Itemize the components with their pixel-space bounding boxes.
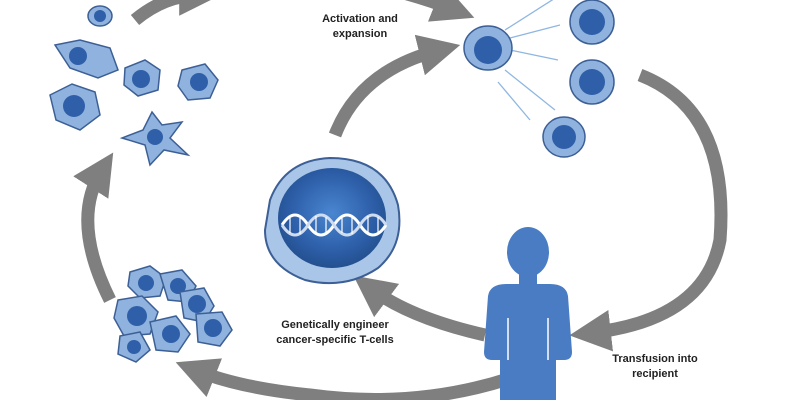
- label-transfusion-line2: recipient: [632, 368, 678, 380]
- tumor-cell-cluster-top-left: [49, 5, 219, 167]
- cell-icon: [569, 0, 615, 45]
- cell-icon: [149, 315, 191, 353]
- cell-icon: [542, 116, 586, 158]
- arrow-expanded-to-recipient: [569, 68, 728, 352]
- label-engineer-line2: cancer-specific T-cells: [276, 334, 394, 346]
- arrow-top-to-expanded: [404, 0, 475, 22]
- arrow-recipient-to-bottom-left: [175, 358, 523, 400]
- expanded-t-cells: [463, 0, 615, 158]
- person-icon: [484, 227, 572, 400]
- label-engineer-line1: Genetically engineer: [281, 319, 389, 331]
- dna-icon: [280, 213, 388, 237]
- cell-icon: [123, 59, 161, 97]
- cell-icon: [113, 295, 159, 337]
- cell-icon: [127, 265, 167, 299]
- cell-icon: [49, 83, 101, 131]
- cell-icon: [119, 110, 191, 167]
- label-activation-line2: expansion: [332, 28, 388, 40]
- arrow-engineered-to-activation: [328, 34, 461, 138]
- arrow-top-left-to-activation: [130, 0, 221, 26]
- cell-icon: [195, 311, 233, 347]
- engineered-t-cell: [263, 156, 401, 285]
- label-activation-line1: Activation and: [322, 13, 398, 25]
- label-transfusion-line1: Transfusion into: [612, 353, 698, 365]
- label-transfusion-recipient: Transfusion into recipient: [600, 352, 710, 382]
- cell-icon: [117, 331, 151, 363]
- cell-icon: [569, 59, 615, 105]
- arrow-bottom-left-to-top-left: [73, 152, 116, 303]
- tumor-cell-cluster-bottom-left: [113, 265, 233, 363]
- cell-icon: [53, 39, 119, 79]
- label-genetically-engineer: Genetically engineer cancer-specific T-c…: [250, 318, 420, 348]
- arrow-recipient-to-engineered: [353, 275, 487, 342]
- cell-icon: [463, 25, 513, 71]
- cell-icon: [87, 5, 113, 27]
- cell-icon: [177, 63, 219, 101]
- label-activation-expansion: Activation and expansion: [300, 12, 420, 42]
- ray-lines: [497, 0, 561, 121]
- cycle-arrows: [73, 0, 728, 400]
